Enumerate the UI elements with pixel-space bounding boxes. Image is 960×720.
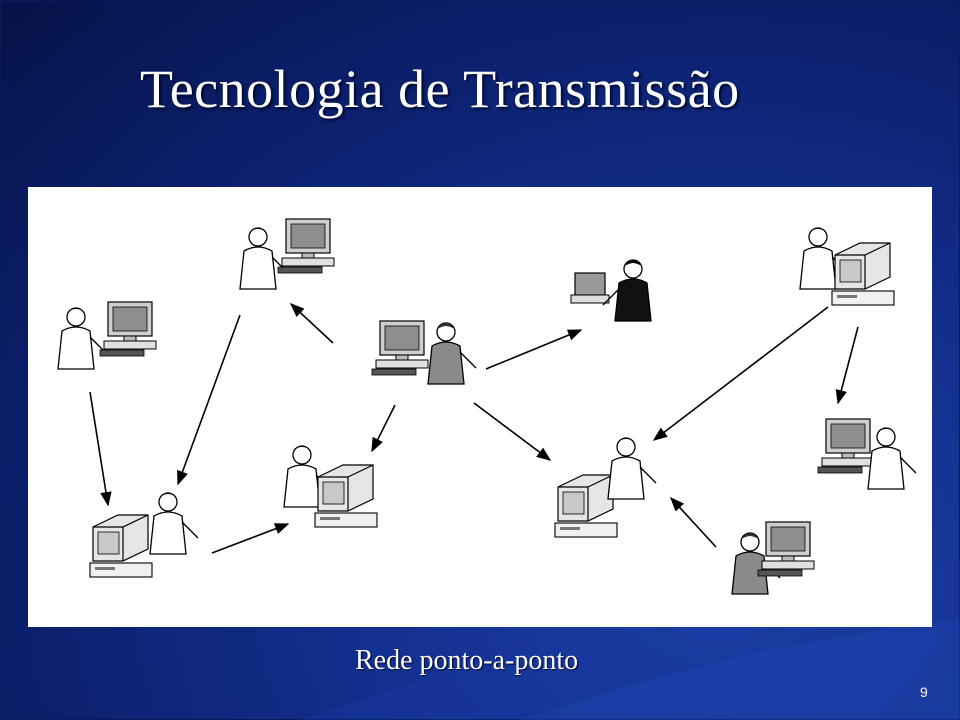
node-man-laptop [570,259,652,322]
arrow-icon [835,326,859,405]
arrow-icon [670,496,717,548]
slide-title: Tecnologia de Transmissão [140,59,740,119]
arrow-icon [211,523,290,554]
node-woman-top-right [799,227,895,306]
arrow-icon [289,303,334,344]
arrow-icon [371,404,396,453]
slide-number: 9 [920,684,928,700]
arrow-icon [177,314,241,486]
node-woman-center-left [283,445,378,528]
node-man-right [817,418,917,490]
diagram-caption: Rede ponto-a-ponto [355,645,579,676]
node-man-glasses-center [554,437,657,538]
arrow-icon [473,402,552,461]
arrow-icon [89,391,112,507]
node-woman-bottom-left [89,492,199,578]
network-diagram [57,218,917,595]
diagram-panel [28,187,932,627]
node-older-man-center [371,320,477,385]
arrow-icon [652,306,829,441]
link-arrows [89,303,859,554]
node-man-bottom-right [731,521,815,595]
node-woman-top-left [239,218,335,290]
arrow-icon [485,329,583,370]
node-man-left [57,301,157,370]
